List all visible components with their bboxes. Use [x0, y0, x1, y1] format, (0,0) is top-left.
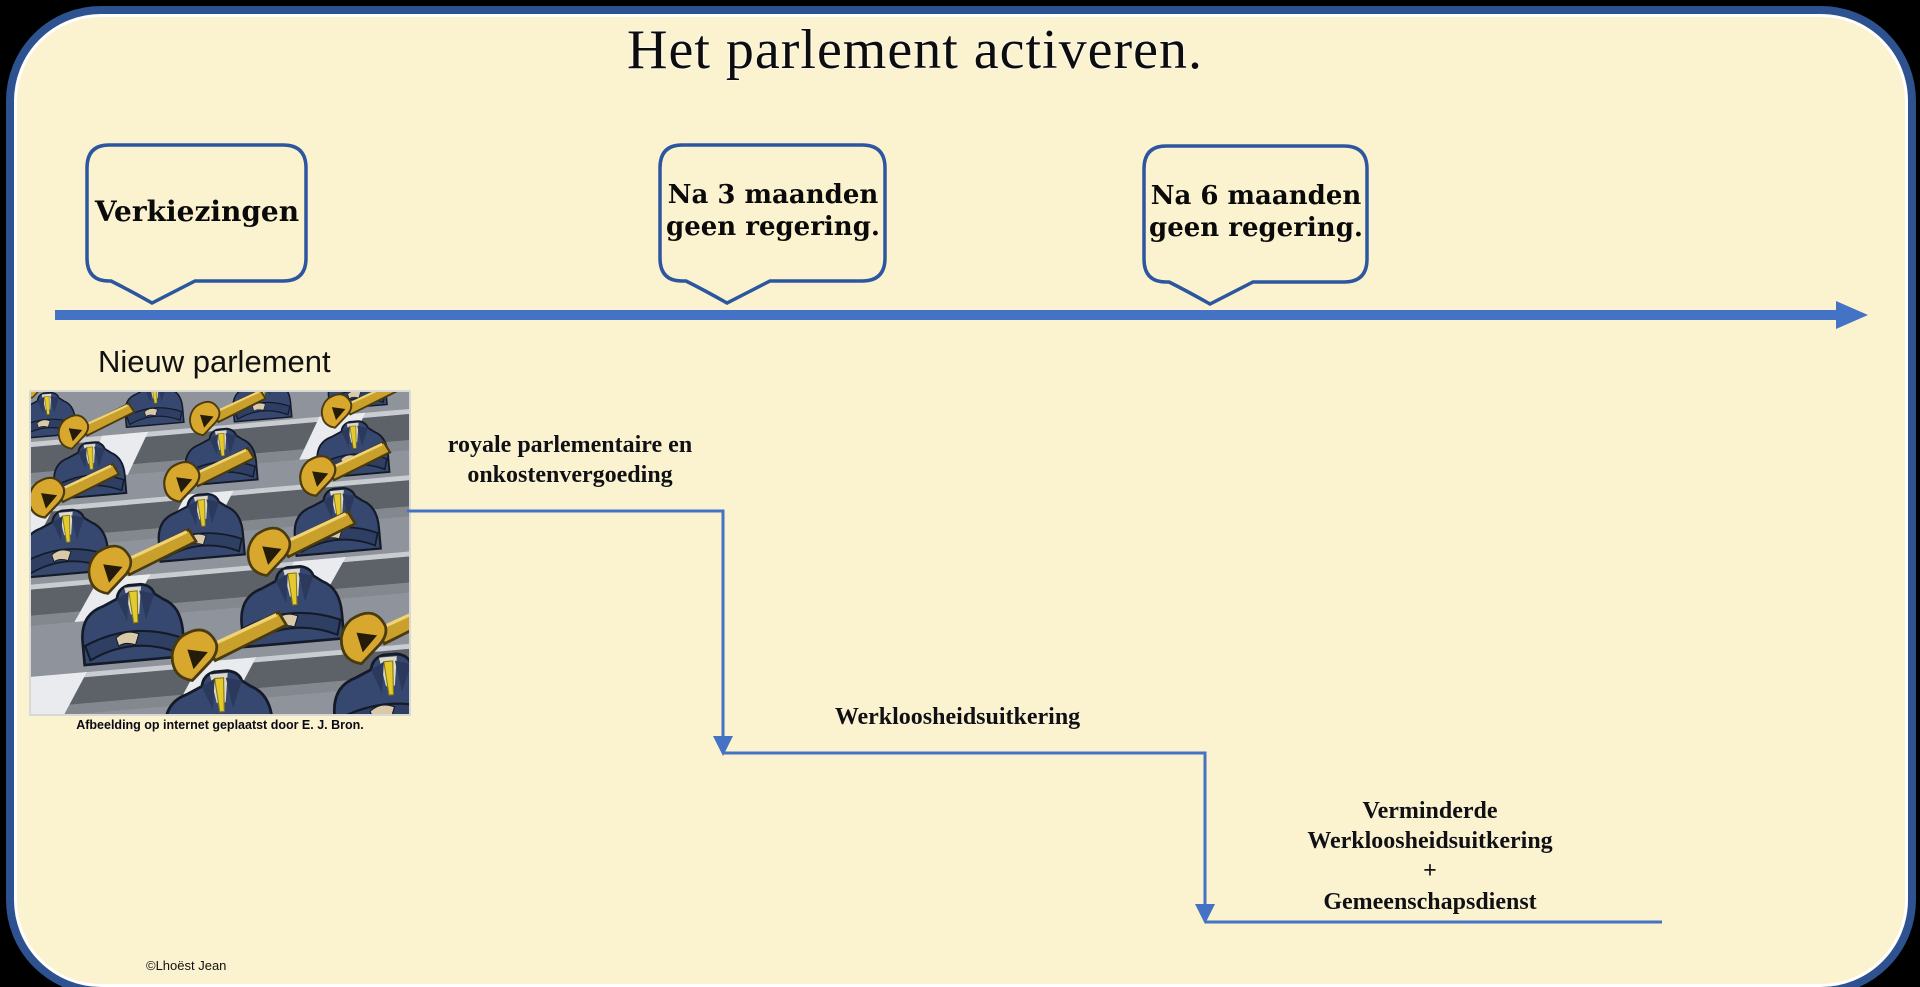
timeline-arrow — [55, 301, 1868, 329]
stage-label-verminderde-uitkering: Verminderde Werkloosheidsuitkering + Gem… — [1307, 798, 1553, 915]
callout-na-3-maanden-label: Na 3 maanden geen regering. — [666, 180, 880, 242]
stage-label-werkloosheidsuitkering: Werkloosheidsuitkering — [834, 704, 1081, 730]
cartoon-scene — [0, 330, 483, 759]
speech-bubble-outline — [85, 143, 308, 305]
down-arrowhead-icon — [1195, 904, 1215, 924]
down-arrowhead-icon — [713, 736, 733, 756]
parliament-cartoon — [0, 330, 483, 759]
step-down-connector — [407, 509, 1662, 924]
right-arrowhead-icon — [1836, 301, 1868, 329]
step-line-1 — [407, 509, 725, 738]
author-credit: ©Lhoëst Jean — [146, 958, 227, 973]
speech-bubble-outline — [658, 143, 887, 305]
speech-bubble-icon — [85, 143, 308, 305]
callout-verkiezingen-label: Verkiezingen — [94, 194, 300, 228]
stage-label-royale-vergoeding: royale parlementaire en onkostenvergoedi… — [447, 432, 693, 489]
speech-bubble-outline — [1142, 144, 1369, 306]
callout-na-3-maanden: Na 3 maanden geen regering. — [658, 143, 888, 313]
speech-bubble-icon — [1142, 144, 1369, 306]
step-line-2 — [723, 751, 1207, 906]
callout-na-6-maanden-label: Na 6 maanden geen regering. — [1149, 181, 1363, 243]
timeline-start-label: Nieuw parlement — [98, 344, 331, 379]
page-title: Het parlement activeren. — [627, 19, 1203, 81]
callout-na-6-maanden: Na 6 maanden geen regering. — [1142, 144, 1370, 314]
parliament-cartoon-image — [0, 330, 483, 759]
cartoon-caption: Afbeelding op internet geplaatst door E.… — [76, 718, 364, 732]
speech-bubble-icon — [658, 143, 887, 305]
callout-verkiezingen: Verkiezingen — [85, 143, 309, 313]
